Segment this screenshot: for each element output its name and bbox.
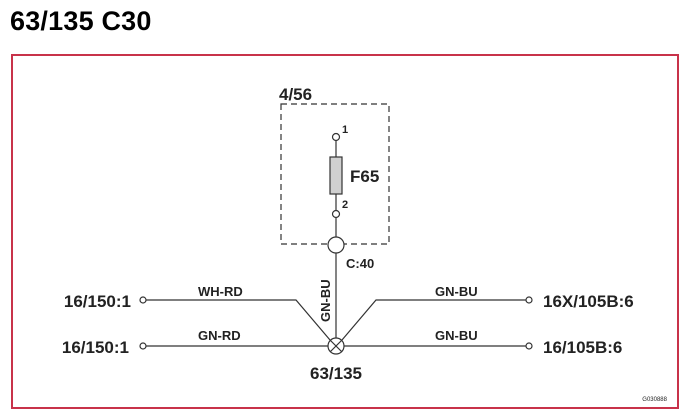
splice-label: 63/135 bbox=[310, 364, 362, 383]
page-title: 63/135 C30 bbox=[10, 6, 152, 36]
terminal-right-top bbox=[525, 296, 533, 304]
connector-c40 bbox=[327, 236, 345, 254]
terminal-right-bottom-label: 16/105B:6 bbox=[543, 338, 622, 357]
riser-wire-color: GN-BU bbox=[318, 279, 333, 322]
fuse-pin-2-terminal bbox=[331, 209, 341, 219]
diagram-frame bbox=[11, 54, 679, 409]
splice-cross-2 bbox=[330, 340, 342, 352]
wire-right-top-color: GN-BU bbox=[435, 284, 478, 299]
wire-left-top bbox=[146, 299, 331, 341]
terminal-left-top bbox=[139, 296, 147, 304]
wire-left-bottom-color: GN-RD bbox=[198, 328, 241, 343]
terminal-right-top-label: 16X/105B:6 bbox=[543, 292, 634, 311]
wire-right-bottom-color: GN-BU bbox=[435, 328, 478, 343]
drawing-code: G030888 bbox=[642, 397, 667, 403]
fuse-pin-1-terminal bbox=[331, 132, 341, 142]
wire-left-top-color: WH-RD bbox=[198, 284, 243, 299]
terminal-left-bottom bbox=[139, 342, 147, 350]
fuse-symbol bbox=[329, 156, 343, 195]
connector-label: C:40 bbox=[346, 256, 374, 271]
terminal-left-top-label: 16/150:1 bbox=[64, 292, 131, 311]
terminal-right-bottom bbox=[525, 342, 533, 350]
wire-right-top bbox=[341, 299, 526, 341]
fuse-pin-2-label: 2 bbox=[342, 199, 348, 211]
fuse-pin-1-label: 1 bbox=[342, 124, 348, 136]
terminal-left-bottom-label: 16/150:1 bbox=[62, 338, 129, 357]
fuse-label: F65 bbox=[350, 167, 379, 186]
component-box-label: 4/56 bbox=[279, 85, 312, 104]
